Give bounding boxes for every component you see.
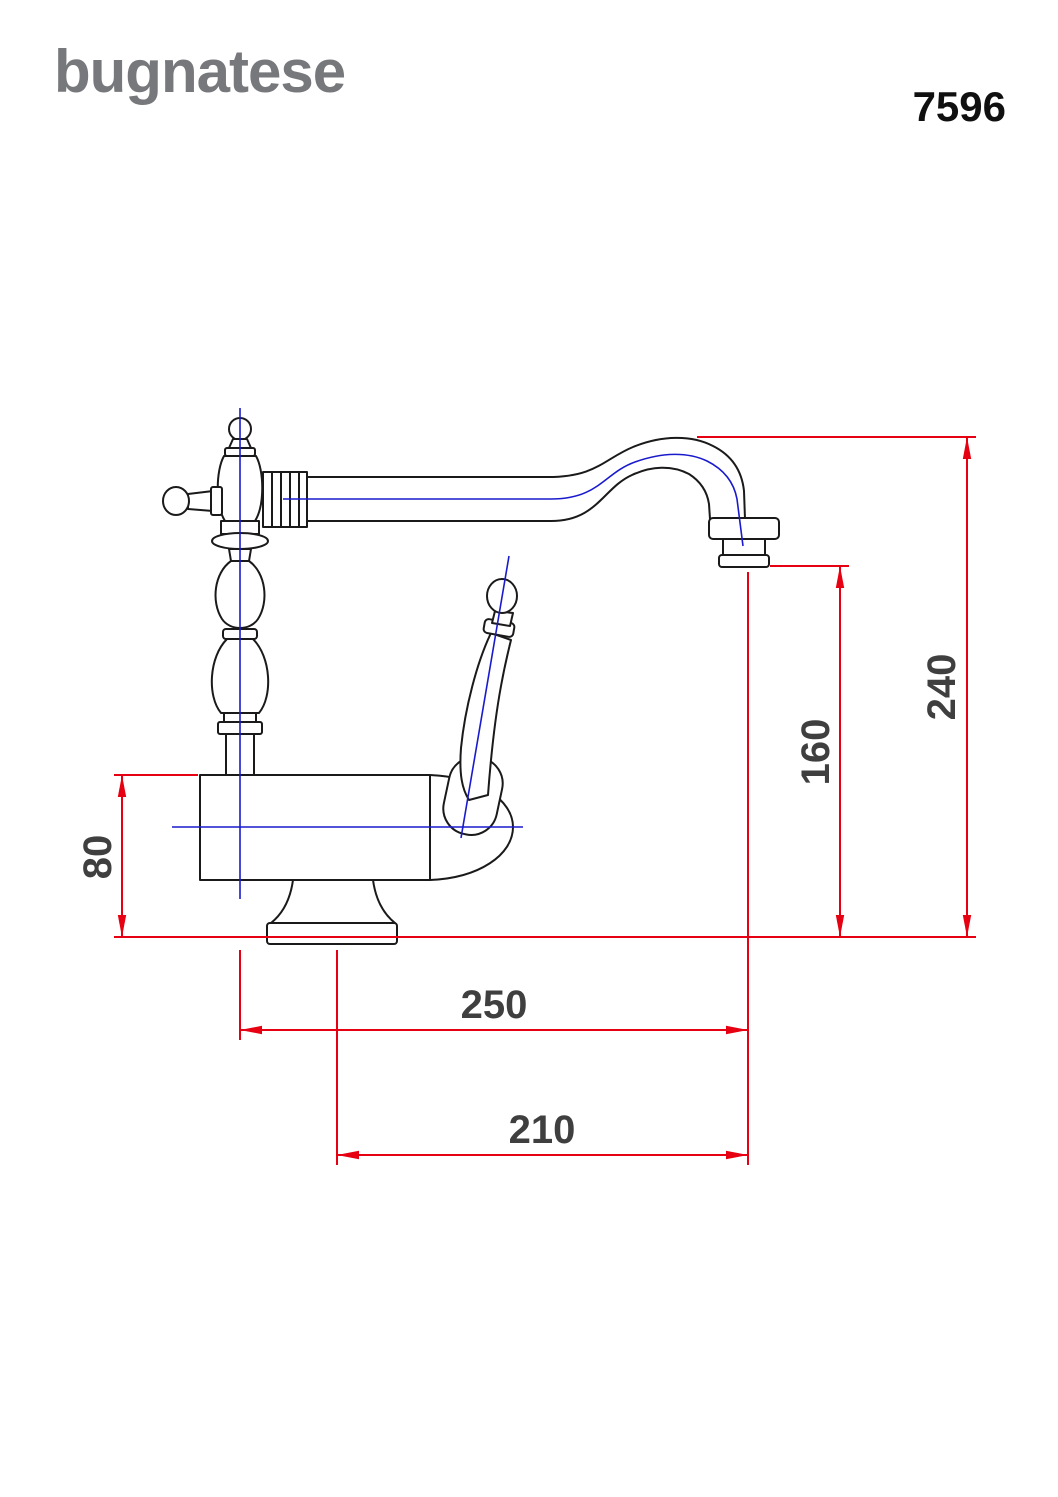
- dim-label-outlet-height: 160: [794, 719, 838, 786]
- base-foot: [270, 879, 396, 924]
- faucet-outline: [162, 417, 780, 945]
- base-plate: [266, 922, 398, 945]
- dim-label-overall-reach: 250: [461, 983, 528, 1027]
- centerlines: [172, 408, 744, 899]
- side-knob-ball: [162, 486, 190, 516]
- brand-logo: bugnatese: [54, 38, 346, 105]
- outlet-lip: [718, 554, 770, 568]
- spout: [306, 436, 746, 522]
- dimension-lines: [114, 436, 976, 1165]
- outlet-flange: [708, 517, 780, 540]
- dim-label-outlet-reach: 210: [509, 1108, 576, 1152]
- dim-label-overall-height: 240: [920, 654, 964, 721]
- side-knob-collar: [210, 486, 223, 516]
- side-knob-stem: [187, 490, 214, 512]
- model-number: 7596: [912, 83, 1006, 130]
- lever-centerline: [460, 555, 510, 839]
- lever-shaft: [459, 632, 512, 801]
- dimension-labels: 240 160 80 250 210: [76, 654, 964, 1152]
- spout-centerline: [283, 453, 744, 547]
- dim-label-body-height: 80: [76, 835, 120, 880]
